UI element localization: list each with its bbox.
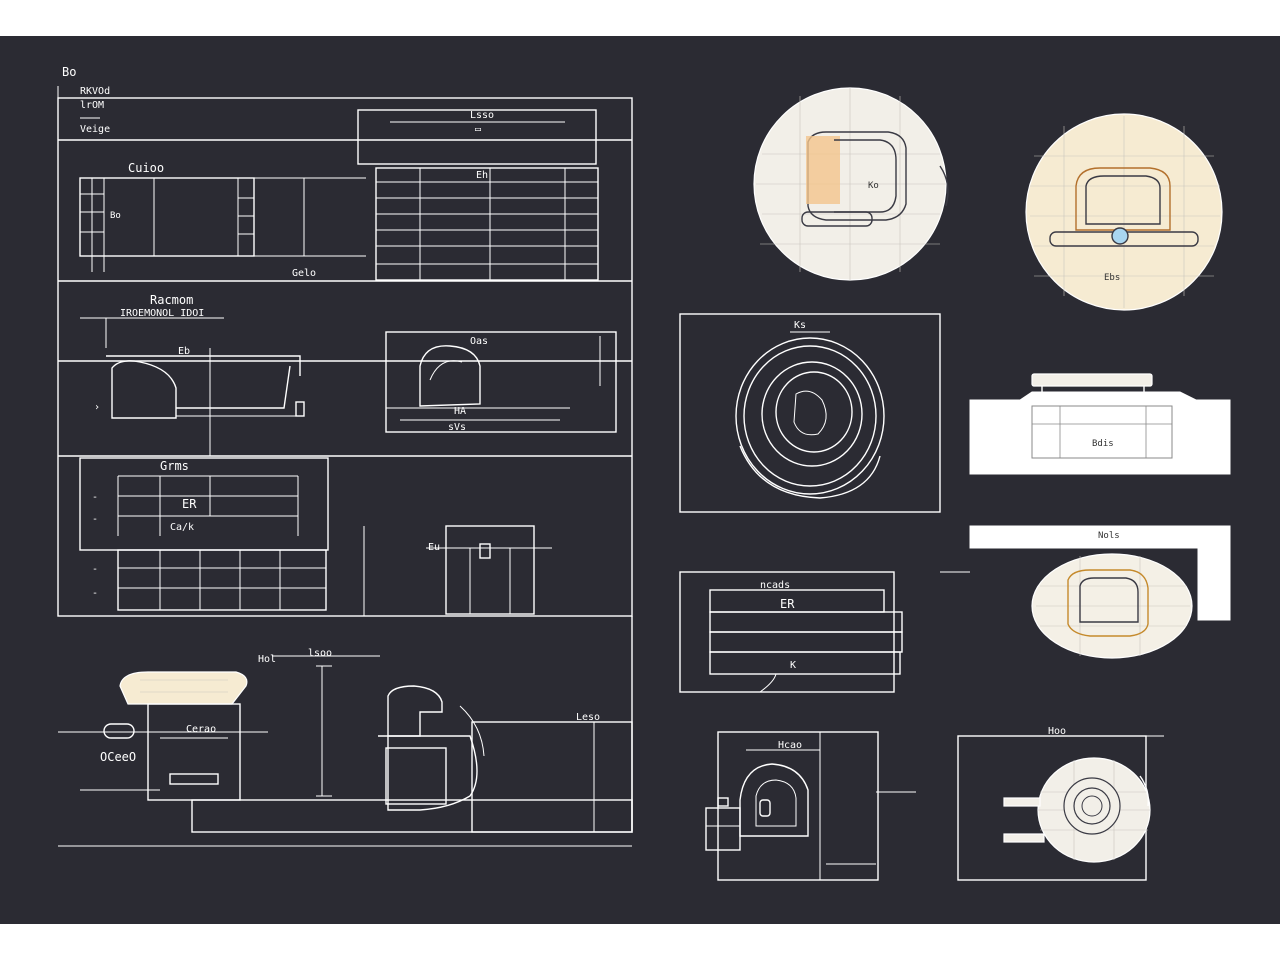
booth-tag: Hcao: [778, 740, 802, 751]
detail-right-label: Leso: [576, 712, 600, 723]
section-subtitle: IROEMONOL IDOI: [120, 308, 204, 319]
elevation-drawing: Cuioo Bo Gelo: [79, 161, 366, 279]
svg-text:›: ›: [94, 402, 100, 413]
circle-drawing-1: Ko: [753, 87, 949, 281]
block-drawing: Bdis: [969, 373, 1231, 475]
grid-title: Grms: [160, 459, 189, 473]
bottom-detail: Cerao OCeeO Hol lsoo Leso: [58, 648, 633, 847]
legend-block: Bo RKVOd lrOM Veige: [57, 65, 125, 135]
left-frame: [57, 97, 633, 831]
blueprint-sheet: Bo RKVOd lrOM Veige Lsso ▭ Cuioo Bo Gelo: [0, 36, 1280, 924]
round-tag: Hoo: [1048, 726, 1066, 737]
circle-2-tag: Ebs: [1104, 273, 1120, 283]
top-bar-label: Lsso: [470, 110, 494, 121]
steps-mark: ER: [780, 597, 795, 611]
block-tag: Bdis: [1092, 439, 1114, 449]
elevation-foot: Gelo: [292, 268, 316, 279]
detail-tag-2: lsoo: [308, 648, 332, 659]
ring-drawing: Ks: [679, 313, 941, 513]
grid-mark-2: Ca/k: [170, 522, 194, 533]
schedule-table: Eh: [375, 167, 599, 281]
grid-mark-1: ER: [182, 497, 197, 511]
svg-text:-: -: [92, 514, 98, 525]
chair-dim: sVs: [448, 422, 466, 433]
svg-text:Bo: Bo: [110, 211, 121, 221]
svg-text:HA: HA: [454, 406, 466, 417]
steps-mark-2: K: [790, 660, 796, 671]
ring-tag: Ks: [794, 320, 806, 331]
svg-text:-: -: [92, 588, 98, 599]
legend-line-3: Veige: [80, 124, 110, 135]
section-tag: Eb: [178, 346, 190, 357]
booth-drawing: Hcao: [705, 731, 916, 881]
circle-1-tag: Ko: [868, 181, 879, 191]
legend-line-1: RKVOd: [80, 86, 110, 97]
detail-pill: Cerao: [186, 724, 216, 735]
grid-drawing: Grms ER Ca/k - - - -: [79, 457, 365, 616]
svg-text:▭: ▭: [475, 124, 481, 135]
detail-tag-1: Hol: [258, 654, 276, 665]
chair-section: Oas sVs HA: [304, 331, 617, 433]
panel-drawing: Nols: [940, 525, 1231, 659]
svg-text:-: -: [92, 564, 98, 575]
elevation-title: Cuioo: [128, 161, 164, 175]
steps-tag: ncads: [760, 580, 790, 591]
stand-tag: Eu: [428, 542, 440, 553]
svg-text:-: -: [92, 492, 98, 503]
corner-label: Bo: [62, 65, 76, 79]
table-head: Eh: [476, 170, 488, 181]
section-title: Racmom: [150, 293, 193, 307]
section-drawing: Racmom IROEMONOL IDOI Eb ›: [80, 293, 305, 456]
drawing-canvas: Bo RKVOd lrOM Veige Lsso ▭ Cuioo Bo Gelo: [57, 65, 1231, 881]
detail-side-label: OCeeO: [100, 750, 136, 764]
circle-drawing-2: Ebs: [1025, 113, 1223, 311]
round-machine-drawing: Hoo: [957, 726, 1164, 881]
panel-tag: Nols: [1098, 531, 1120, 541]
stand-drawing: Eu: [426, 525, 552, 615]
legend-line-2: lrOM: [80, 100, 104, 111]
steps-drawing: ncads ER K: [679, 571, 903, 693]
top-dimension-bar: Lsso ▭: [357, 109, 597, 165]
chair-tag: Oas: [470, 336, 488, 347]
